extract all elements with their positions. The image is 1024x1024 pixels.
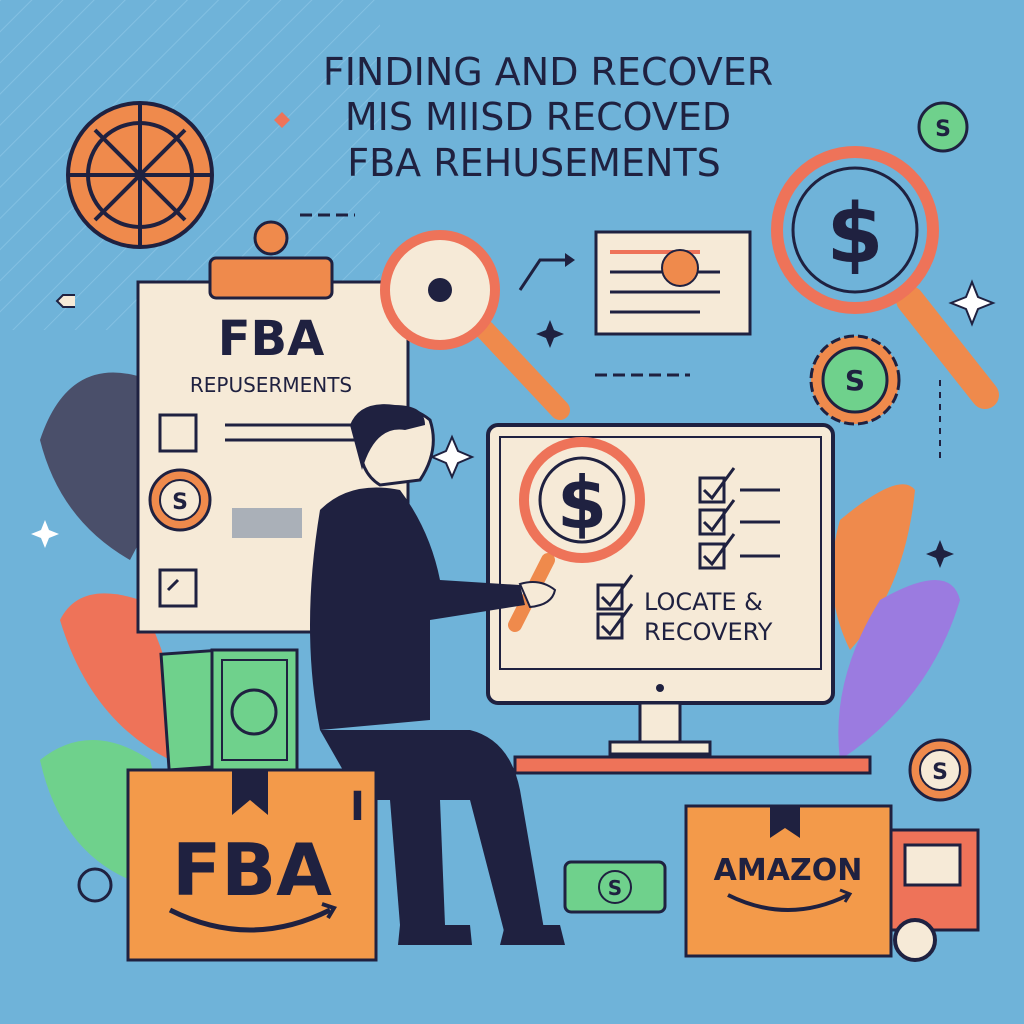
headline-line-3: FBA REHUSEMENTS — [347, 141, 721, 185]
screen-caption-line-1: LOCATE & — [644, 588, 763, 616]
fba-box-label: FBA — [172, 828, 332, 912]
fba-box: I FBA — [126, 768, 378, 962]
amazon-box-label: AMAZON — [714, 853, 863, 888]
clipboard: FBA REPUSERMENTS S — [136, 220, 410, 634]
screen-caption-line-2: RECOVERY — [644, 618, 773, 646]
coin-right-icon: S — [908, 738, 972, 802]
cash-bills — [159, 648, 299, 772]
screen-checklist — [596, 467, 780, 640]
magnifier-icon — [380, 230, 570, 420]
big-magnifier-symbol: $ — [826, 187, 883, 282]
fba-box-mark: I — [350, 784, 365, 830]
coin-top-symbol: S — [935, 117, 951, 142]
clipboard-checkbox-1 — [158, 413, 198, 453]
amazon-box: AMAZON — [684, 804, 893, 958]
target-icon — [66, 101, 214, 249]
clipboard-subtitle: REPUSERMENTS — [190, 373, 352, 397]
gear-coin-symbol: S — [845, 364, 865, 397]
dollar-magnifier-icon: $ — [771, 146, 999, 409]
coin-right-symbol: S — [932, 760, 948, 785]
headline-line-2: MIS MIISD RECOVED — [345, 95, 731, 139]
screen-magnifier-symbol: $ — [557, 461, 607, 545]
decorative-sparkles — [31, 112, 996, 903]
document-card — [518, 230, 752, 336]
headline-line-1: FINDING AND RECOVER — [323, 50, 773, 94]
clipboard-checkbox-2 — [158, 568, 198, 608]
desk — [513, 755, 872, 775]
money-bill-icon: S — [563, 860, 667, 914]
clipboard-title: FBA — [218, 311, 325, 367]
floor-bill-symbol: S — [608, 876, 622, 900]
computer-monitor: $ LOCATE & RECOVERY — [486, 423, 835, 756]
coin-icon: S — [917, 101, 969, 153]
clipboard-coin-symbol: S — [172, 490, 188, 515]
gear-coin-icon: S — [809, 334, 901, 426]
headline: FINDING AND RECOVER MIS MIISD RECOVED FB… — [323, 50, 773, 185]
